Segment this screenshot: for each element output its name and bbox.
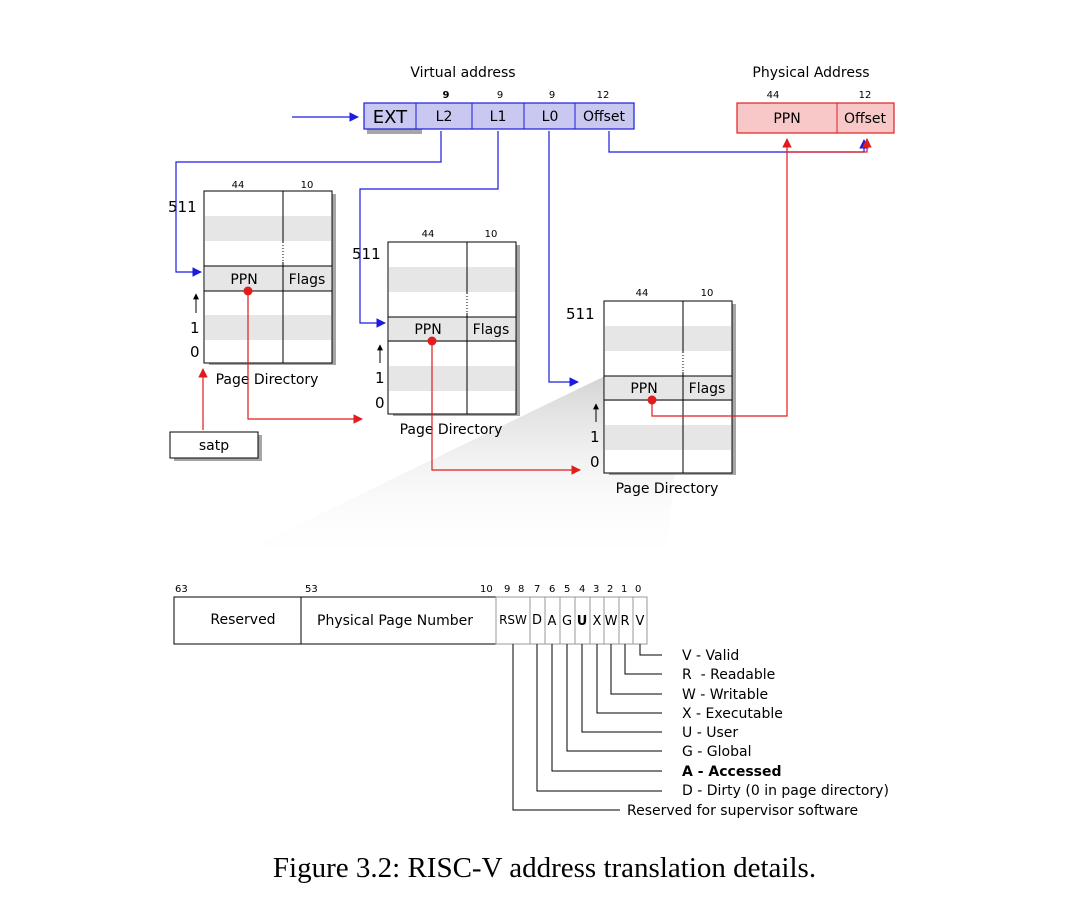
va-box <box>363 102 635 130</box>
pa-box <box>736 102 895 134</box>
pte-flag-d: D <box>532 613 542 628</box>
pte-bit-0: 0 <box>635 584 641 595</box>
pte-bit-1: 1 <box>621 584 627 595</box>
satp-register: satp <box>169 431 262 461</box>
legend-global: G - Global <box>682 744 751 760</box>
pte-bit-6: 6 <box>549 584 555 595</box>
pa-bits-offset: 12 <box>859 90 872 101</box>
pa-bits-ppn: 44 <box>767 90 780 101</box>
pte-reserved-label: Reserved <box>210 612 275 628</box>
pd1-index-1: 1 <box>190 319 200 337</box>
pd3-index-511: 511 <box>566 305 595 323</box>
pd3-ppn-dot <box>647 395 657 405</box>
pte-flag-r: R <box>620 614 629 629</box>
pd2-index-1: 1 <box>375 369 385 387</box>
pte-bit-63: 63 <box>175 584 188 595</box>
pte-bit-5: 5 <box>564 584 570 595</box>
legend-accessed: A - Accessed <box>682 764 782 780</box>
pd1-flags-label: Flags <box>289 272 326 288</box>
pd2-flags-bits: 10 <box>485 229 498 240</box>
pd1-flags-bits: 10 <box>301 180 314 191</box>
pte-bit-7: 7 <box>534 584 540 595</box>
pd3-ppn-label: PPN <box>630 381 657 397</box>
pa-field-ppn: PPN <box>773 111 800 127</box>
legend-dirty: D - Dirty (0 in page directory) <box>682 783 889 799</box>
pd2-index-0: 0 <box>375 394 385 412</box>
pte-flag-v: V <box>636 614 645 629</box>
va-bits-offset: 12 <box>597 90 610 101</box>
physical-address: Physical Address 44 12 PPN Offset <box>736 65 895 134</box>
legend-user: U - User <box>682 725 738 741</box>
va-field-offset: Offset <box>583 109 626 125</box>
pd2-ppn-dot <box>427 336 437 346</box>
virtual-address: Virtual address 9 9 9 12 EXT L2 L1 L0 Of… <box>363 65 635 134</box>
pd3-flags-bits: 10 <box>701 288 714 299</box>
virtual-address-title: Virtual address <box>410 65 515 81</box>
pd1-ppn-dot <box>243 286 253 296</box>
pd1-index-0: 0 <box>190 343 200 361</box>
legend-valid: V - Valid <box>682 648 739 664</box>
pd3-ppn-bits: 44 <box>636 288 649 299</box>
pd2-index-511: 511 <box>352 245 381 263</box>
pd3-flags-label: Flags <box>689 381 726 397</box>
pd2-ppn-label: PPN <box>414 322 441 338</box>
pte-ppn-label: Physical Page Number <box>317 613 473 629</box>
legend-readable: R - Readable <box>682 667 775 683</box>
pd2-label: Page Directory <box>400 422 503 438</box>
va-field-ext: EXT <box>373 107 408 128</box>
legend-writable: W - Writable <box>682 687 768 703</box>
va-bits-l2: 9 <box>443 90 450 101</box>
pd1-ppn-bits: 44 <box>232 180 245 191</box>
va-field-l2: L2 <box>436 109 453 125</box>
pd2-ppn-bits: 44 <box>422 229 435 240</box>
pd1-label: Page Directory <box>216 372 319 388</box>
pd3-index-1: 1 <box>590 428 600 446</box>
pte-bit-3: 3 <box>593 584 599 595</box>
va-field-l1: L1 <box>490 109 507 125</box>
pte-flag-g: G <box>562 614 572 629</box>
page-directory-l2: 44 10 PPN Flags 511 1 0 Page Directory <box>168 180 336 388</box>
pd3-index-0: 0 <box>590 453 600 471</box>
pte-bit-9: 9 <box>504 584 510 595</box>
pte-flag-a: A <box>548 614 557 629</box>
pte-flag-x: X <box>593 614 602 629</box>
pd2-flags-label: Flags <box>473 322 510 338</box>
pte-bit-10: 10 <box>480 584 493 595</box>
legend-rsw: Reserved for supervisor software <box>627 803 858 819</box>
figure-caption: Figure 3.2: RISC-V address translation d… <box>272 852 817 884</box>
page-directory-l1: 44 10 PPN Flags 511 1 0 Page Directory <box>352 229 520 438</box>
pte-bit-8: 8 <box>518 584 524 595</box>
legend-executable: X - Executable <box>682 706 783 722</box>
pte-flag-w: W <box>605 614 618 629</box>
pd3-label: Page Directory <box>616 481 719 497</box>
ppn-chain-arrows <box>198 138 872 475</box>
pd1-index-511: 511 <box>168 198 197 216</box>
pte-bit-4: 4 <box>579 584 585 595</box>
pte-flag-u: U <box>577 614 588 629</box>
va-field-l0: L0 <box>542 109 559 125</box>
va-bits-l0: 9 <box>549 90 555 101</box>
pa-field-offset: Offset <box>844 111 887 127</box>
pd1-ppn-label: PPN <box>230 272 257 288</box>
page-directory-l0: 44 10 PPN Flags 511 1 0 Page Directory <box>566 288 736 497</box>
va-bits-l1: 9 <box>497 90 503 101</box>
satp-label: satp <box>199 438 229 454</box>
pte-bit-53: 53 <box>305 584 318 595</box>
physical-address-title: Physical Address <box>752 65 869 81</box>
pte-bit-2: 2 <box>607 584 613 595</box>
pte-layout: 63 53 10 9 8 7 6 5 4 3 2 1 0 Reserved Ph… <box>173 584 889 819</box>
pte-rsw-label: RSW <box>499 613 527 627</box>
